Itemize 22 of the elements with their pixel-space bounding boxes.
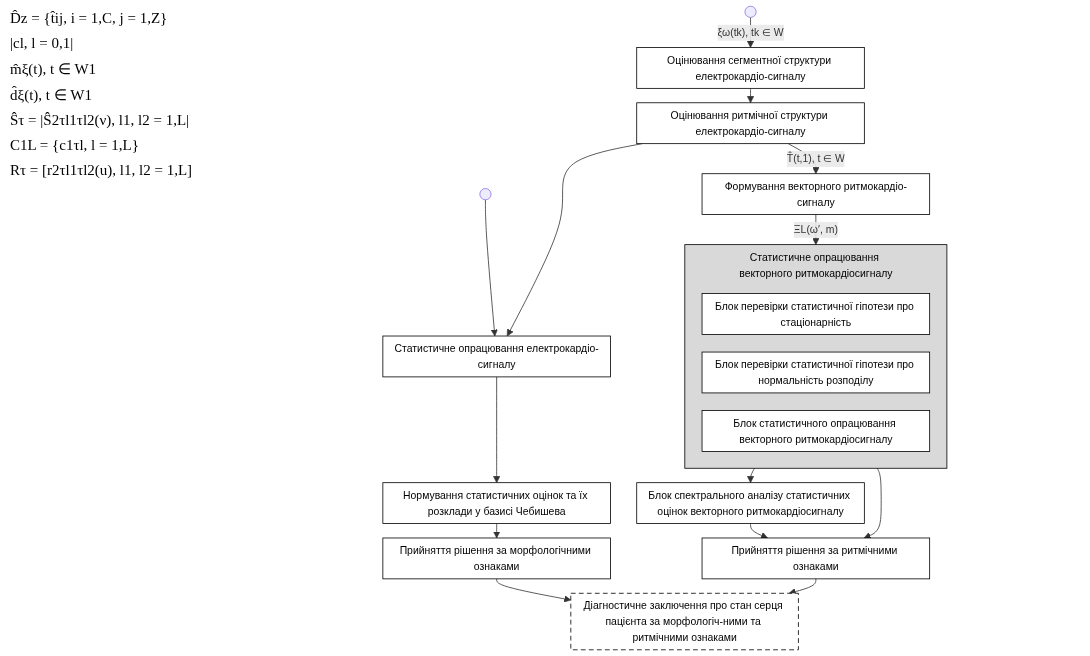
formula-label: m̂ξ(t), t ∈ W1 bbox=[10, 60, 98, 78]
node-box: Блок спектрального аналізу статистичних оцінок векторного ритмокардіосигналу bbox=[636, 482, 865, 524]
node-box: Блок перевірки статистичної гіпотези про нормальність розподілу bbox=[701, 351, 931, 394]
formula-label: |cl, l = 0,1| bbox=[10, 35, 75, 52]
formula-label: C1L = {c1τl, l = 1,L} bbox=[10, 137, 140, 154]
node-box: Прийняття рішення за ритмічними ознаками bbox=[701, 537, 931, 580]
node-box: Оцінювання сегментної структури електрокардіо-сигналу bbox=[636, 47, 865, 89]
formula-label: d̂ξ(t), t ∈ W1 bbox=[10, 86, 93, 104]
node-box: Блок перевірки статистичної гіпотези про стаціонарність bbox=[701, 293, 931, 335]
node-box: Блок статистичного опрацювання векторного ритмокардіосигналу bbox=[701, 410, 931, 452]
node-box: Прийняття рішення за морфологічними ознаками bbox=[382, 537, 611, 580]
edge-label: T̂(t,1), t ∈ W bbox=[786, 152, 845, 165]
node-box: Діагностичне заключення про стан серця пацієнта за морфологіч-ними та ритмічними ознаками bbox=[570, 592, 799, 651]
formula-label: Ŝτ = |Ŝ2τl1τl2(ν), l1, l2 = 1,L| bbox=[10, 112, 191, 129]
formula-label: D̂z = {t̂ij, i = 1,C, j = 1,Z} bbox=[10, 10, 169, 27]
edge-label: ΞL(ω′, m) bbox=[793, 223, 839, 236]
node-box: Нормування статистичних оцінок та їх розклади у базисі Чебишева bbox=[382, 482, 611, 524]
node-box: Статистичне опрацювання електрокардіо-сигналу bbox=[382, 335, 611, 378]
edge-label: ξω(tk), tk ∈ W bbox=[717, 26, 784, 39]
node-box: Оцінювання ритмічної структури електрокардіо-сигналу bbox=[636, 102, 865, 145]
node-box: Формування векторного ритмокардіо-сигналу bbox=[701, 173, 931, 215]
formula-label: Rτ = [r2τl1τl2(u), l1, l2 = 1,L] bbox=[10, 162, 194, 179]
